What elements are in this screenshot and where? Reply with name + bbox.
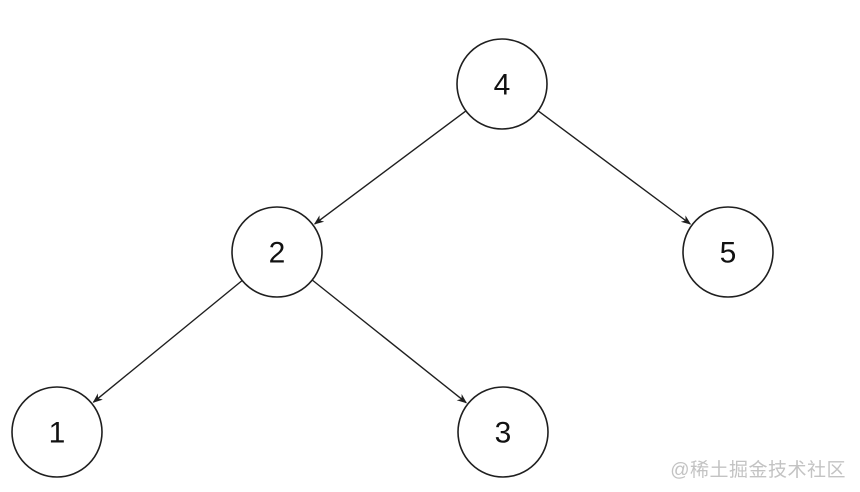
tree-edge-2-3 bbox=[311, 279, 467, 404]
tree-node-2: 2 bbox=[231, 206, 323, 298]
tree-edge-4-5 bbox=[537, 110, 692, 225]
tree-node-circle-3 bbox=[457, 386, 549, 478]
tree-node-circle-4 bbox=[456, 38, 548, 130]
tree-node-label-3: 3 bbox=[495, 417, 512, 450]
tree-node-circle-1 bbox=[11, 386, 103, 478]
tree-node-3: 3 bbox=[457, 386, 549, 478]
watermark: @稀土掘金技术社区 bbox=[670, 460, 846, 481]
tree-edge-4-2 bbox=[313, 110, 467, 225]
tree-node-1: 1 bbox=[11, 386, 103, 478]
tree-node-label-1: 1 bbox=[49, 417, 66, 450]
tree-node-label-4: 4 bbox=[494, 69, 511, 102]
tree-edge-2-1 bbox=[92, 279, 243, 403]
tree-node-5: 5 bbox=[682, 206, 774, 298]
tree-node-label-2: 2 bbox=[269, 237, 286, 270]
tree-node-4: 4 bbox=[456, 38, 548, 130]
tree-node-circle-5 bbox=[682, 206, 774, 298]
edges-layer bbox=[92, 110, 692, 404]
nodes-layer: 4 2 5 1 3 bbox=[11, 38, 774, 478]
tree-node-circle-2 bbox=[231, 206, 323, 298]
tree-node-label-5: 5 bbox=[720, 237, 737, 270]
